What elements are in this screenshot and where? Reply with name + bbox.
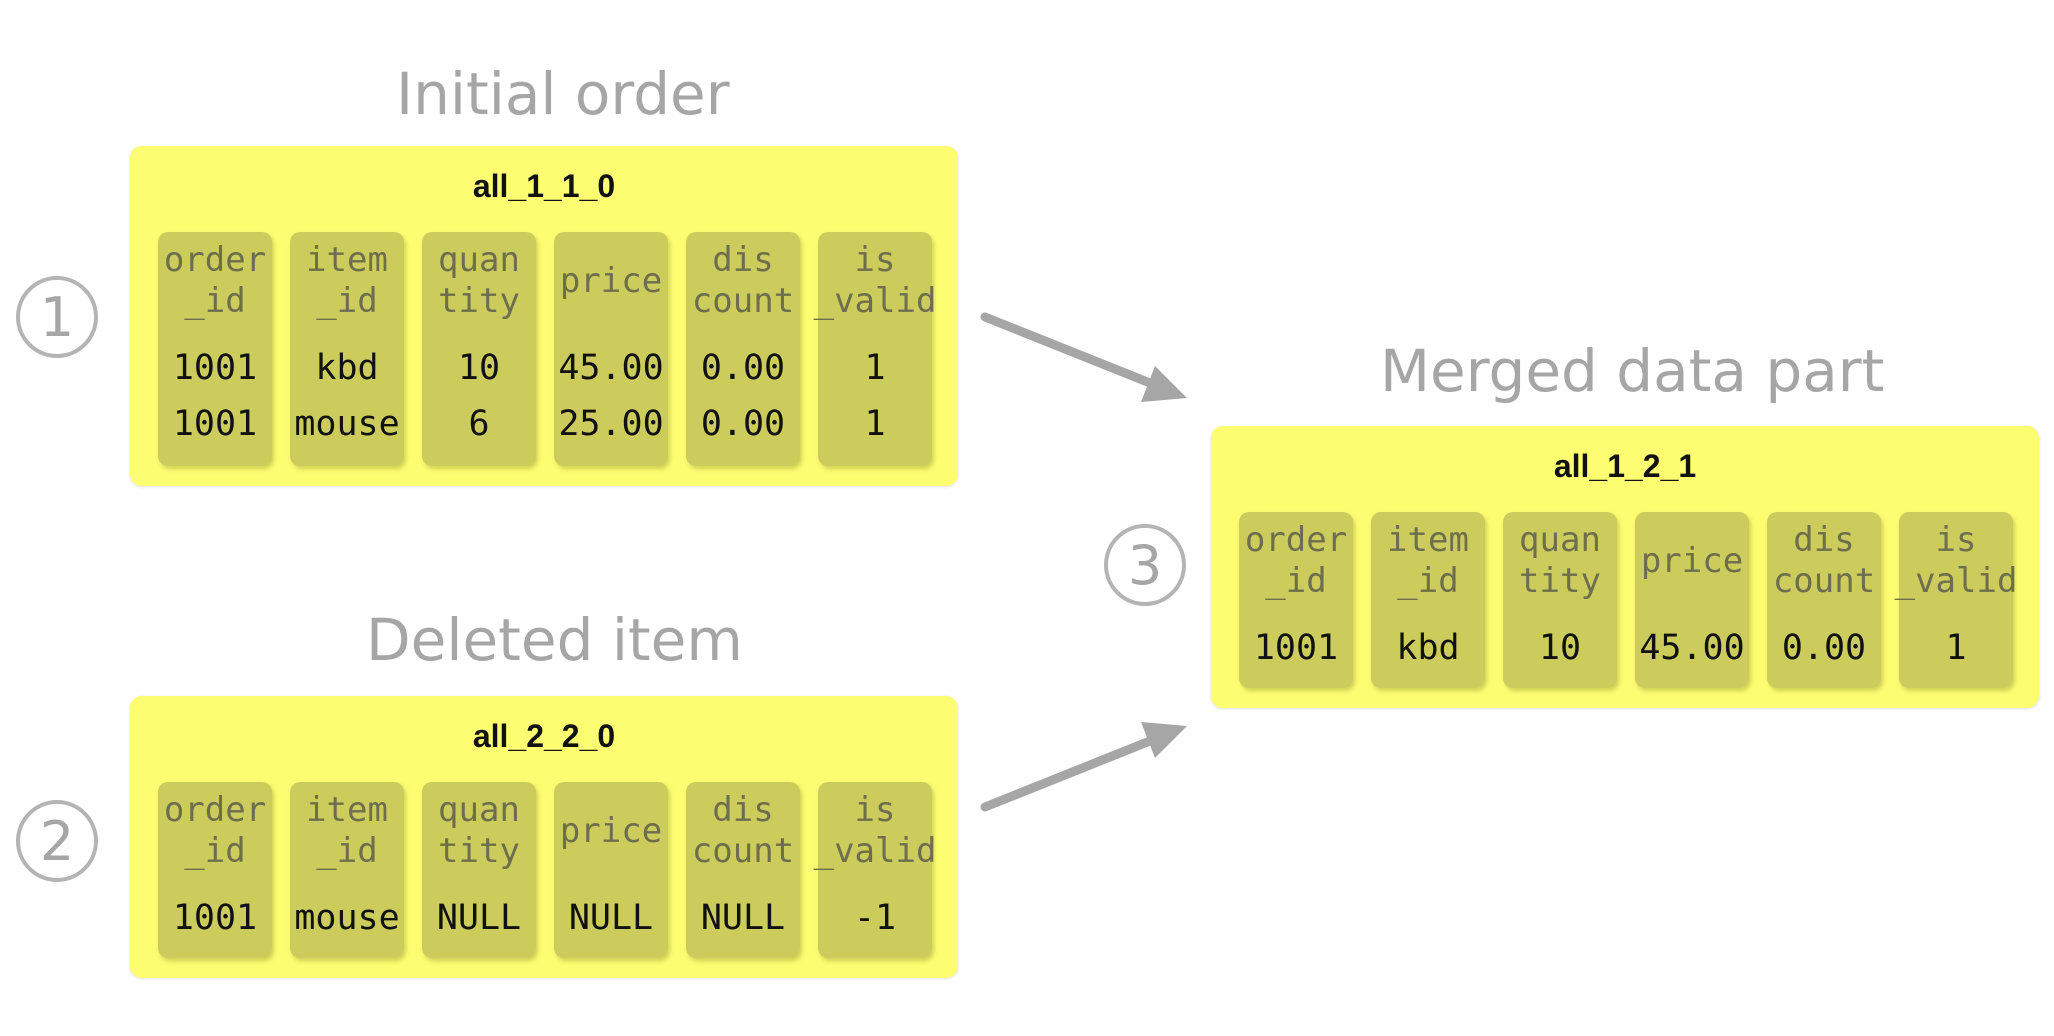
deleted-item-title: Deleted item <box>366 606 743 674</box>
column-0: order _id 1001 1001 <box>158 232 272 466</box>
column-value: 1001 <box>1253 628 1339 668</box>
column-value: -1 <box>853 898 897 938</box>
column-value: 45.00 <box>1639 628 1745 668</box>
column-header: quan tity <box>1519 520 1601 601</box>
column-value: 10 <box>457 348 501 388</box>
column-header: order _id <box>163 790 267 871</box>
column-header: is _valid <box>813 240 937 321</box>
column-header: is _valid <box>813 790 937 871</box>
merged-part-title: Merged data part <box>1380 337 1885 405</box>
arrow-deleted-to-merged <box>980 736 1155 812</box>
column-value: mouse <box>294 404 400 444</box>
column-value: 1001 <box>172 898 258 938</box>
column-header: order _id <box>163 240 267 321</box>
column-4: dis count 0.00 0.00 <box>686 232 800 466</box>
column-value: 0.00 <box>700 348 786 388</box>
column-5: is _valid 1 1 <box>813 232 937 466</box>
column-value: 1001 <box>172 404 258 444</box>
column-header: price <box>559 260 663 301</box>
column-2: quan tity 10 6 <box>422 232 536 466</box>
column-3: price 45.00 <box>1635 512 1749 688</box>
column-header: quan tity <box>438 790 520 871</box>
step-1-marker: 1 <box>16 276 98 358</box>
column-3: price 45.00 25.00 <box>554 232 668 466</box>
column-header: dis count <box>691 240 795 321</box>
column-value: 0.00 <box>700 404 786 444</box>
column-header: quan tity <box>438 240 520 321</box>
column-value: NULL <box>700 898 786 938</box>
column-0: order _id 1001 <box>1239 512 1353 688</box>
column-header: price <box>559 810 663 851</box>
column-value: NULL <box>436 898 522 938</box>
column-value: 0.00 <box>1781 628 1867 668</box>
step-2-marker: 2 <box>16 800 98 882</box>
column-value: 1 <box>1945 628 1967 668</box>
column-header: order _id <box>1244 520 1348 601</box>
column-header: is _valid <box>1894 520 2018 601</box>
arrow-initial-to-merged <box>980 312 1155 388</box>
column-header: dis count <box>691 790 795 871</box>
column-value: 45.00 <box>558 348 664 388</box>
initial-order-title: Initial order <box>396 60 730 128</box>
part-name: all_1_1_0 <box>472 168 616 204</box>
column-value: kbd <box>315 348 379 388</box>
column-value: mouse <box>294 898 400 938</box>
column-value: 1001 <box>172 348 258 388</box>
column-header: item _id <box>1387 520 1469 601</box>
step-3-marker: 3 <box>1104 524 1186 606</box>
column-value: 25.00 <box>558 404 664 444</box>
column-header: price <box>1640 540 1744 581</box>
column-header: dis count <box>1772 520 1876 601</box>
column-value: 6 <box>468 404 490 444</box>
column-value: kbd <box>1396 628 1460 668</box>
arrow-deleted-head <box>1141 722 1187 758</box>
column-4: dis count 0.00 <box>1767 512 1881 688</box>
column-2: quan tity 10 <box>1503 512 1617 688</box>
column-value: 1 <box>864 404 886 444</box>
column-value: 1 <box>864 348 886 388</box>
column-value: NULL <box>568 898 654 938</box>
column-5: is _valid -1 <box>813 782 937 958</box>
column-header: item _id <box>306 790 388 871</box>
column-0: order _id 1001 <box>158 782 272 958</box>
part-name: all_2_2_0 <box>472 718 616 754</box>
column-5: is _valid 1 <box>1894 512 2018 688</box>
column-header: item _id <box>306 240 388 321</box>
part-name: all_1_2_1 <box>1553 448 1697 484</box>
arrow-initial-head <box>1141 366 1187 402</box>
column-value: 10 <box>1538 628 1582 668</box>
